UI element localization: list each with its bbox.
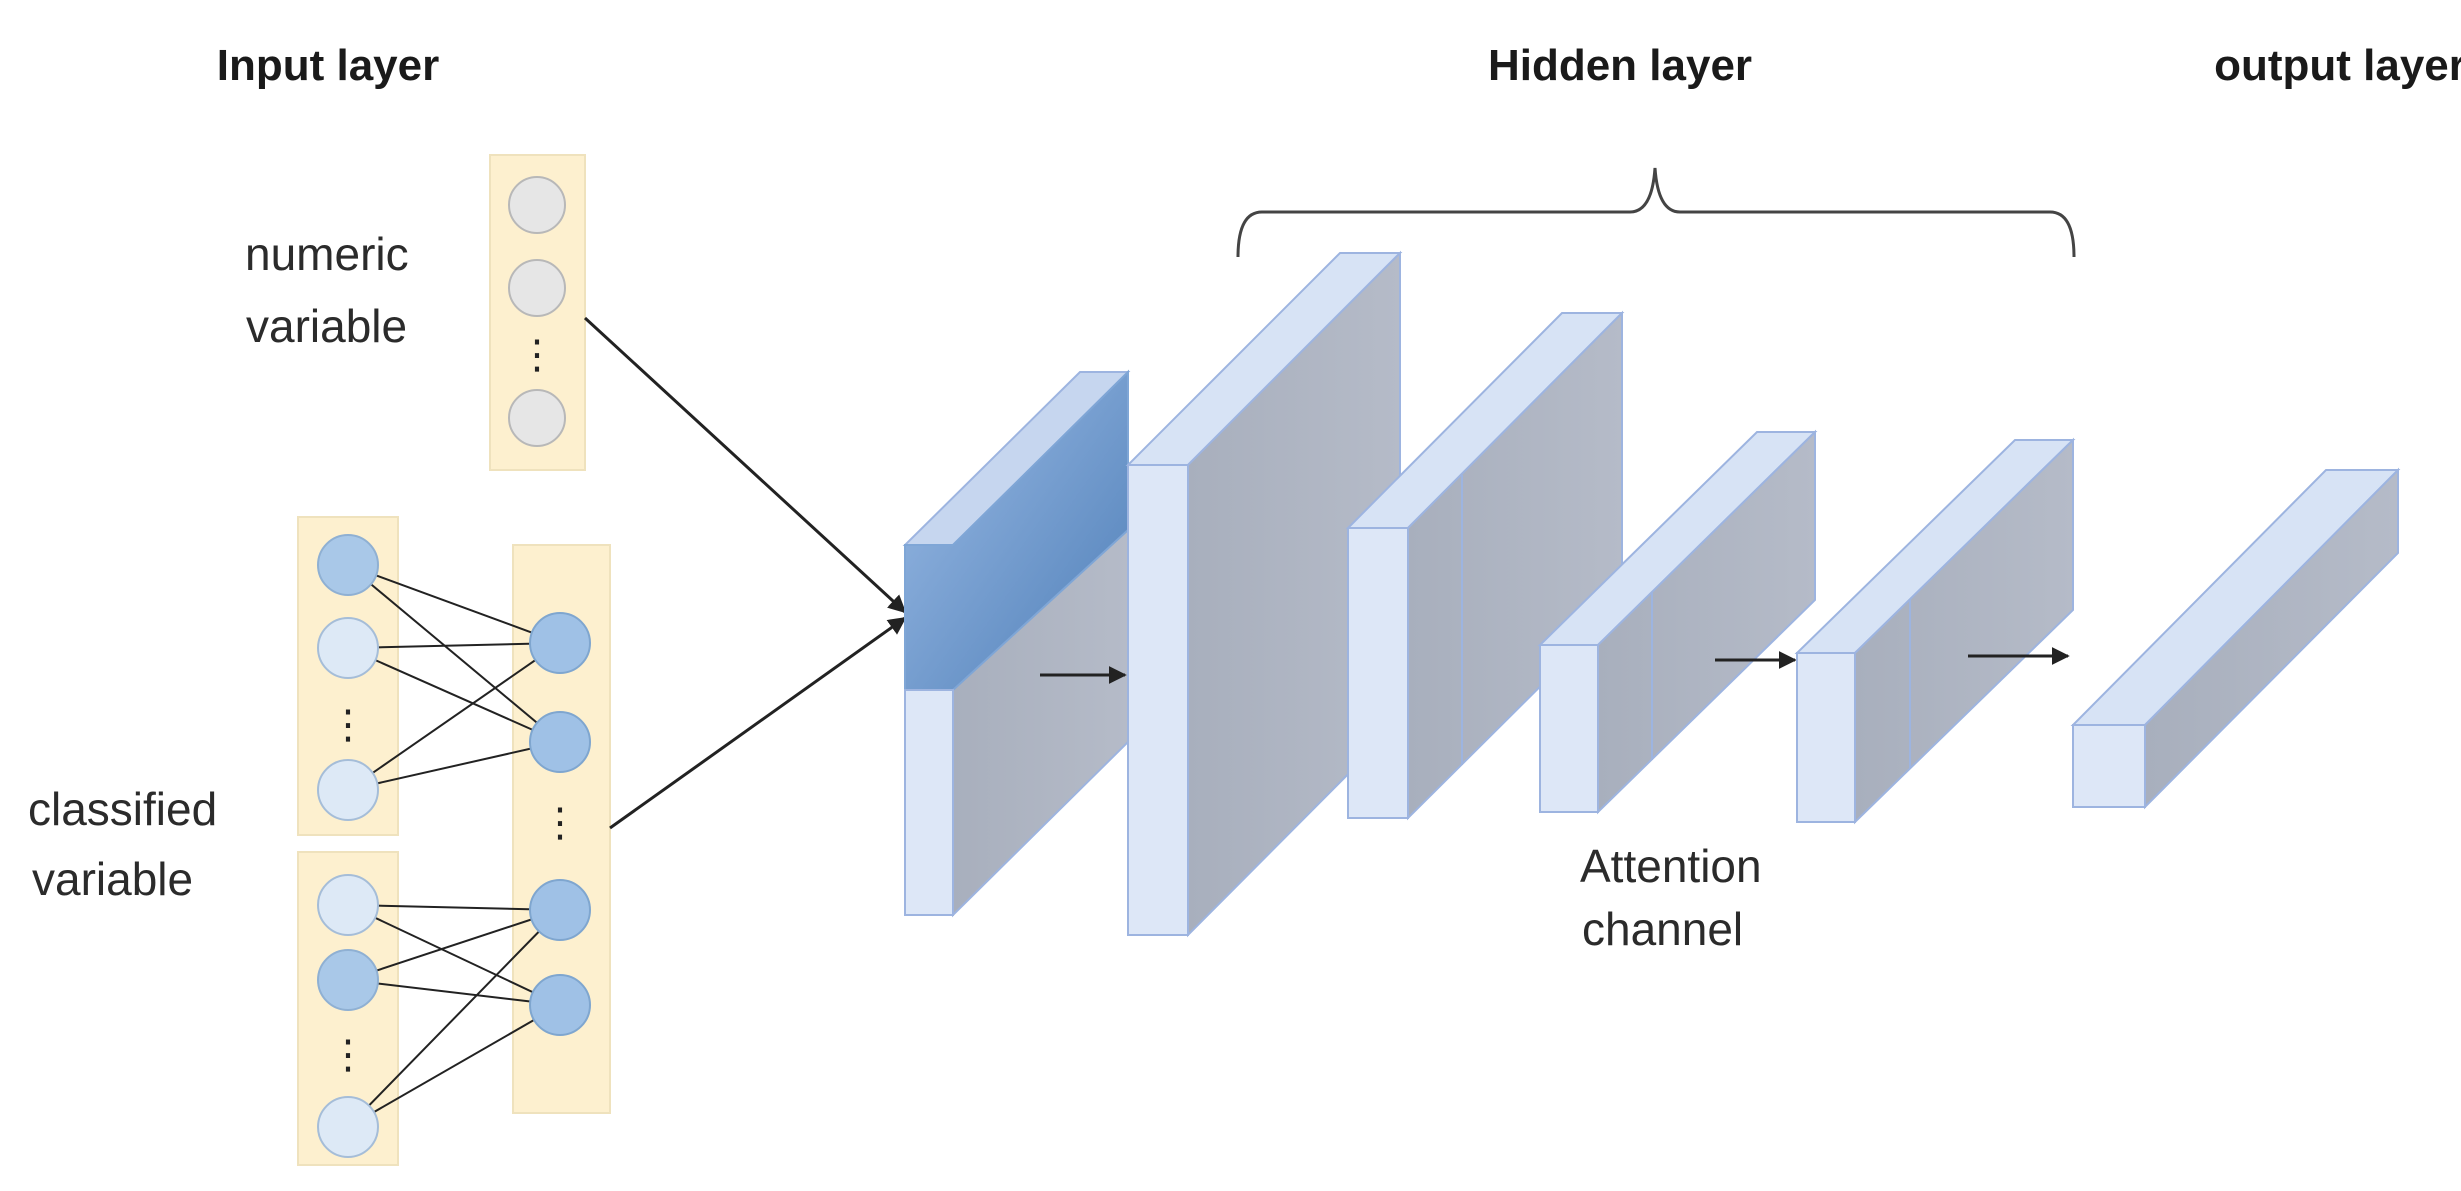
hidden-block-4: [1537, 429, 1818, 815]
classified-node: [317, 759, 379, 821]
embedding-node: [529, 711, 591, 773]
classified-variable-label-line1: classified: [28, 783, 217, 835]
classified-node: [317, 874, 379, 936]
hidden-layer-title: Hidden layer: [1488, 41, 1752, 90]
embedding-node: [529, 879, 591, 941]
embedding-node: [529, 974, 591, 1036]
attention-channel-label-line1: Attention: [1580, 840, 1762, 892]
numeric-variable-label-line2: variable: [246, 300, 407, 352]
output-block: [2070, 467, 2401, 810]
input-layer-title: Input layer: [217, 41, 440, 90]
classified-node: [317, 617, 379, 679]
hidden-block-5: [1794, 437, 2076, 825]
output-layer-title: output layer: [2214, 41, 2461, 90]
embedding-node: [529, 612, 591, 674]
classified-variable-label-line2: variable: [32, 853, 193, 905]
classified-node: [317, 534, 379, 596]
hidden-block-5-front: [1796, 652, 1856, 823]
numeric-node: [508, 176, 566, 234]
embedding-to-block-arrow: [609, 616, 907, 830]
classified-node: [317, 949, 379, 1011]
hidden-block-3: [1345, 310, 1625, 821]
output-block-front: [2072, 724, 2146, 808]
numeric-node: [508, 259, 566, 317]
hidden-block-4-front: [1539, 644, 1599, 813]
hidden-block-2-front: [1127, 464, 1189, 936]
classified-node: [317, 1096, 379, 1158]
numeric-to-block-arrow: [583, 316, 907, 614]
numeric-node: [508, 389, 566, 447]
embedding-connections: [347, 564, 561, 1128]
classified-ellipsis-lower: ⋮: [328, 1032, 368, 1078]
concat-block: [902, 369, 1131, 918]
hidden-block-3-front: [1347, 527, 1409, 819]
numeric-variable-label-line1: numeric: [245, 228, 409, 280]
attention-channel-label-line2: channel: [1582, 903, 1743, 955]
hidden-layer-brace: [1236, 167, 2076, 258]
classified-ellipsis-upper: ⋮: [328, 702, 368, 748]
numeric-ellipsis: ⋮: [517, 332, 557, 378]
embedding-ellipsis: ⋮: [540, 800, 580, 846]
concat-block-front: [904, 689, 954, 916]
